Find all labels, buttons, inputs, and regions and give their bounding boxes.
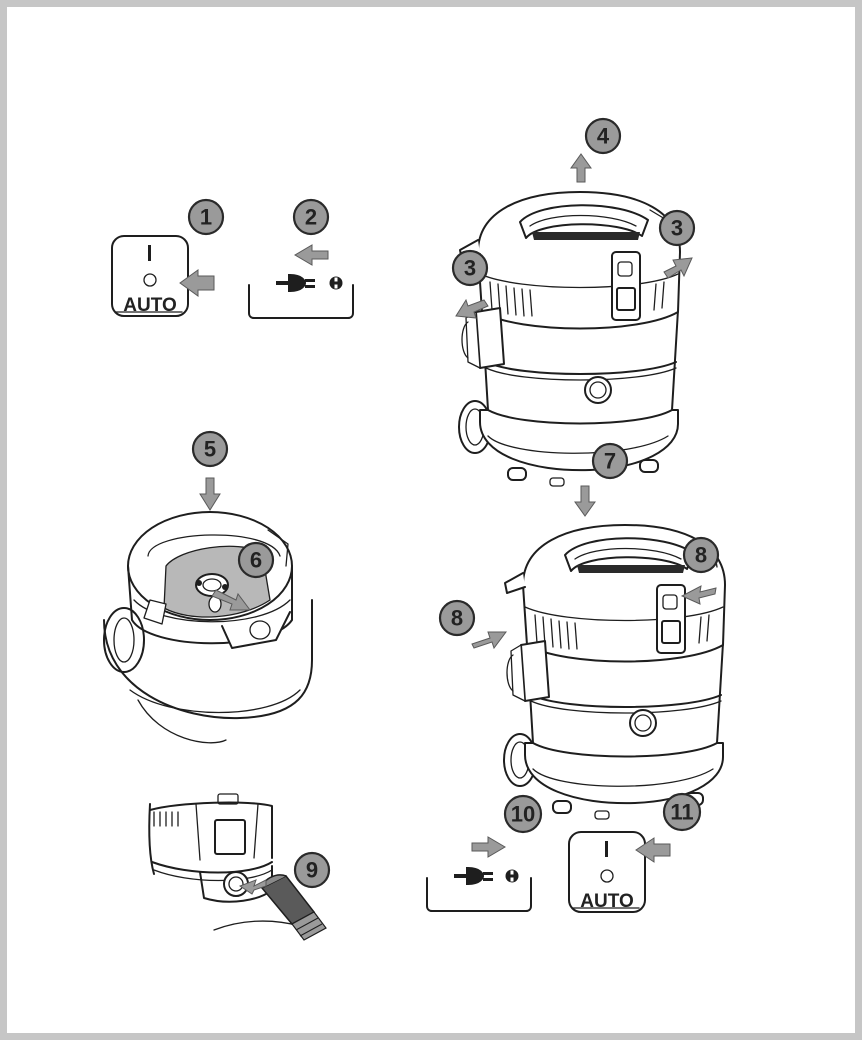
step-badge-8-left: 8 [440, 601, 474, 635]
step-badge-4: 4 [586, 119, 620, 153]
step-1-switch-panel: AUTO [112, 236, 188, 316]
vacuum-cleaner-open-clips [459, 192, 680, 486]
insert-arrow [200, 478, 220, 510]
push-arrow [472, 837, 505, 857]
svg-text:2: 2 [305, 205, 317, 230]
step-11-switch-panel: AUTO [569, 832, 645, 912]
close-lid-arrow [575, 486, 595, 516]
step-badge-3-right: 3 [660, 211, 694, 245]
svg-text:7: 7 [604, 449, 616, 474]
svg-text:11: 11 [670, 800, 693, 825]
svg-text:AUTO: AUTO [580, 891, 633, 912]
step-badge-3-left: 3 [453, 251, 487, 285]
svg-text:3: 3 [671, 216, 683, 241]
step-badge-10: 10 [505, 796, 541, 832]
svg-text:5: 5 [204, 437, 216, 462]
svg-text:6: 6 [250, 548, 262, 573]
plug-icon [288, 274, 306, 292]
step-badge-1: 1 [189, 200, 223, 234]
clip-arrow-left [472, 632, 506, 648]
step-badge-5: 5 [193, 432, 227, 466]
svg-text:3: 3 [464, 256, 476, 281]
step-badge-11: 11 [664, 794, 700, 830]
svg-text:8: 8 [451, 606, 463, 631]
svg-text:4: 4 [597, 124, 610, 149]
svg-text:10: 10 [511, 802, 535, 827]
pull-arrow [295, 245, 328, 265]
auto-label: AUTO [123, 295, 176, 316]
on-mark [148, 245, 151, 261]
svg-text:8: 8 [695, 543, 707, 568]
svg-text:1: 1 [200, 205, 212, 230]
lift-arrow [571, 154, 591, 182]
svg-text:9: 9 [306, 858, 318, 883]
step-badge-7: 7 [593, 444, 627, 478]
step-2-unplug [249, 274, 353, 318]
step-badge-6: 6 [239, 543, 273, 577]
step-badge-2: 2 [294, 200, 328, 234]
step-10-plug-in [427, 867, 531, 911]
open-tank-filter [104, 512, 312, 743]
step-badge-8-right: 8 [684, 538, 718, 572]
step-badge-9: 9 [295, 853, 329, 887]
